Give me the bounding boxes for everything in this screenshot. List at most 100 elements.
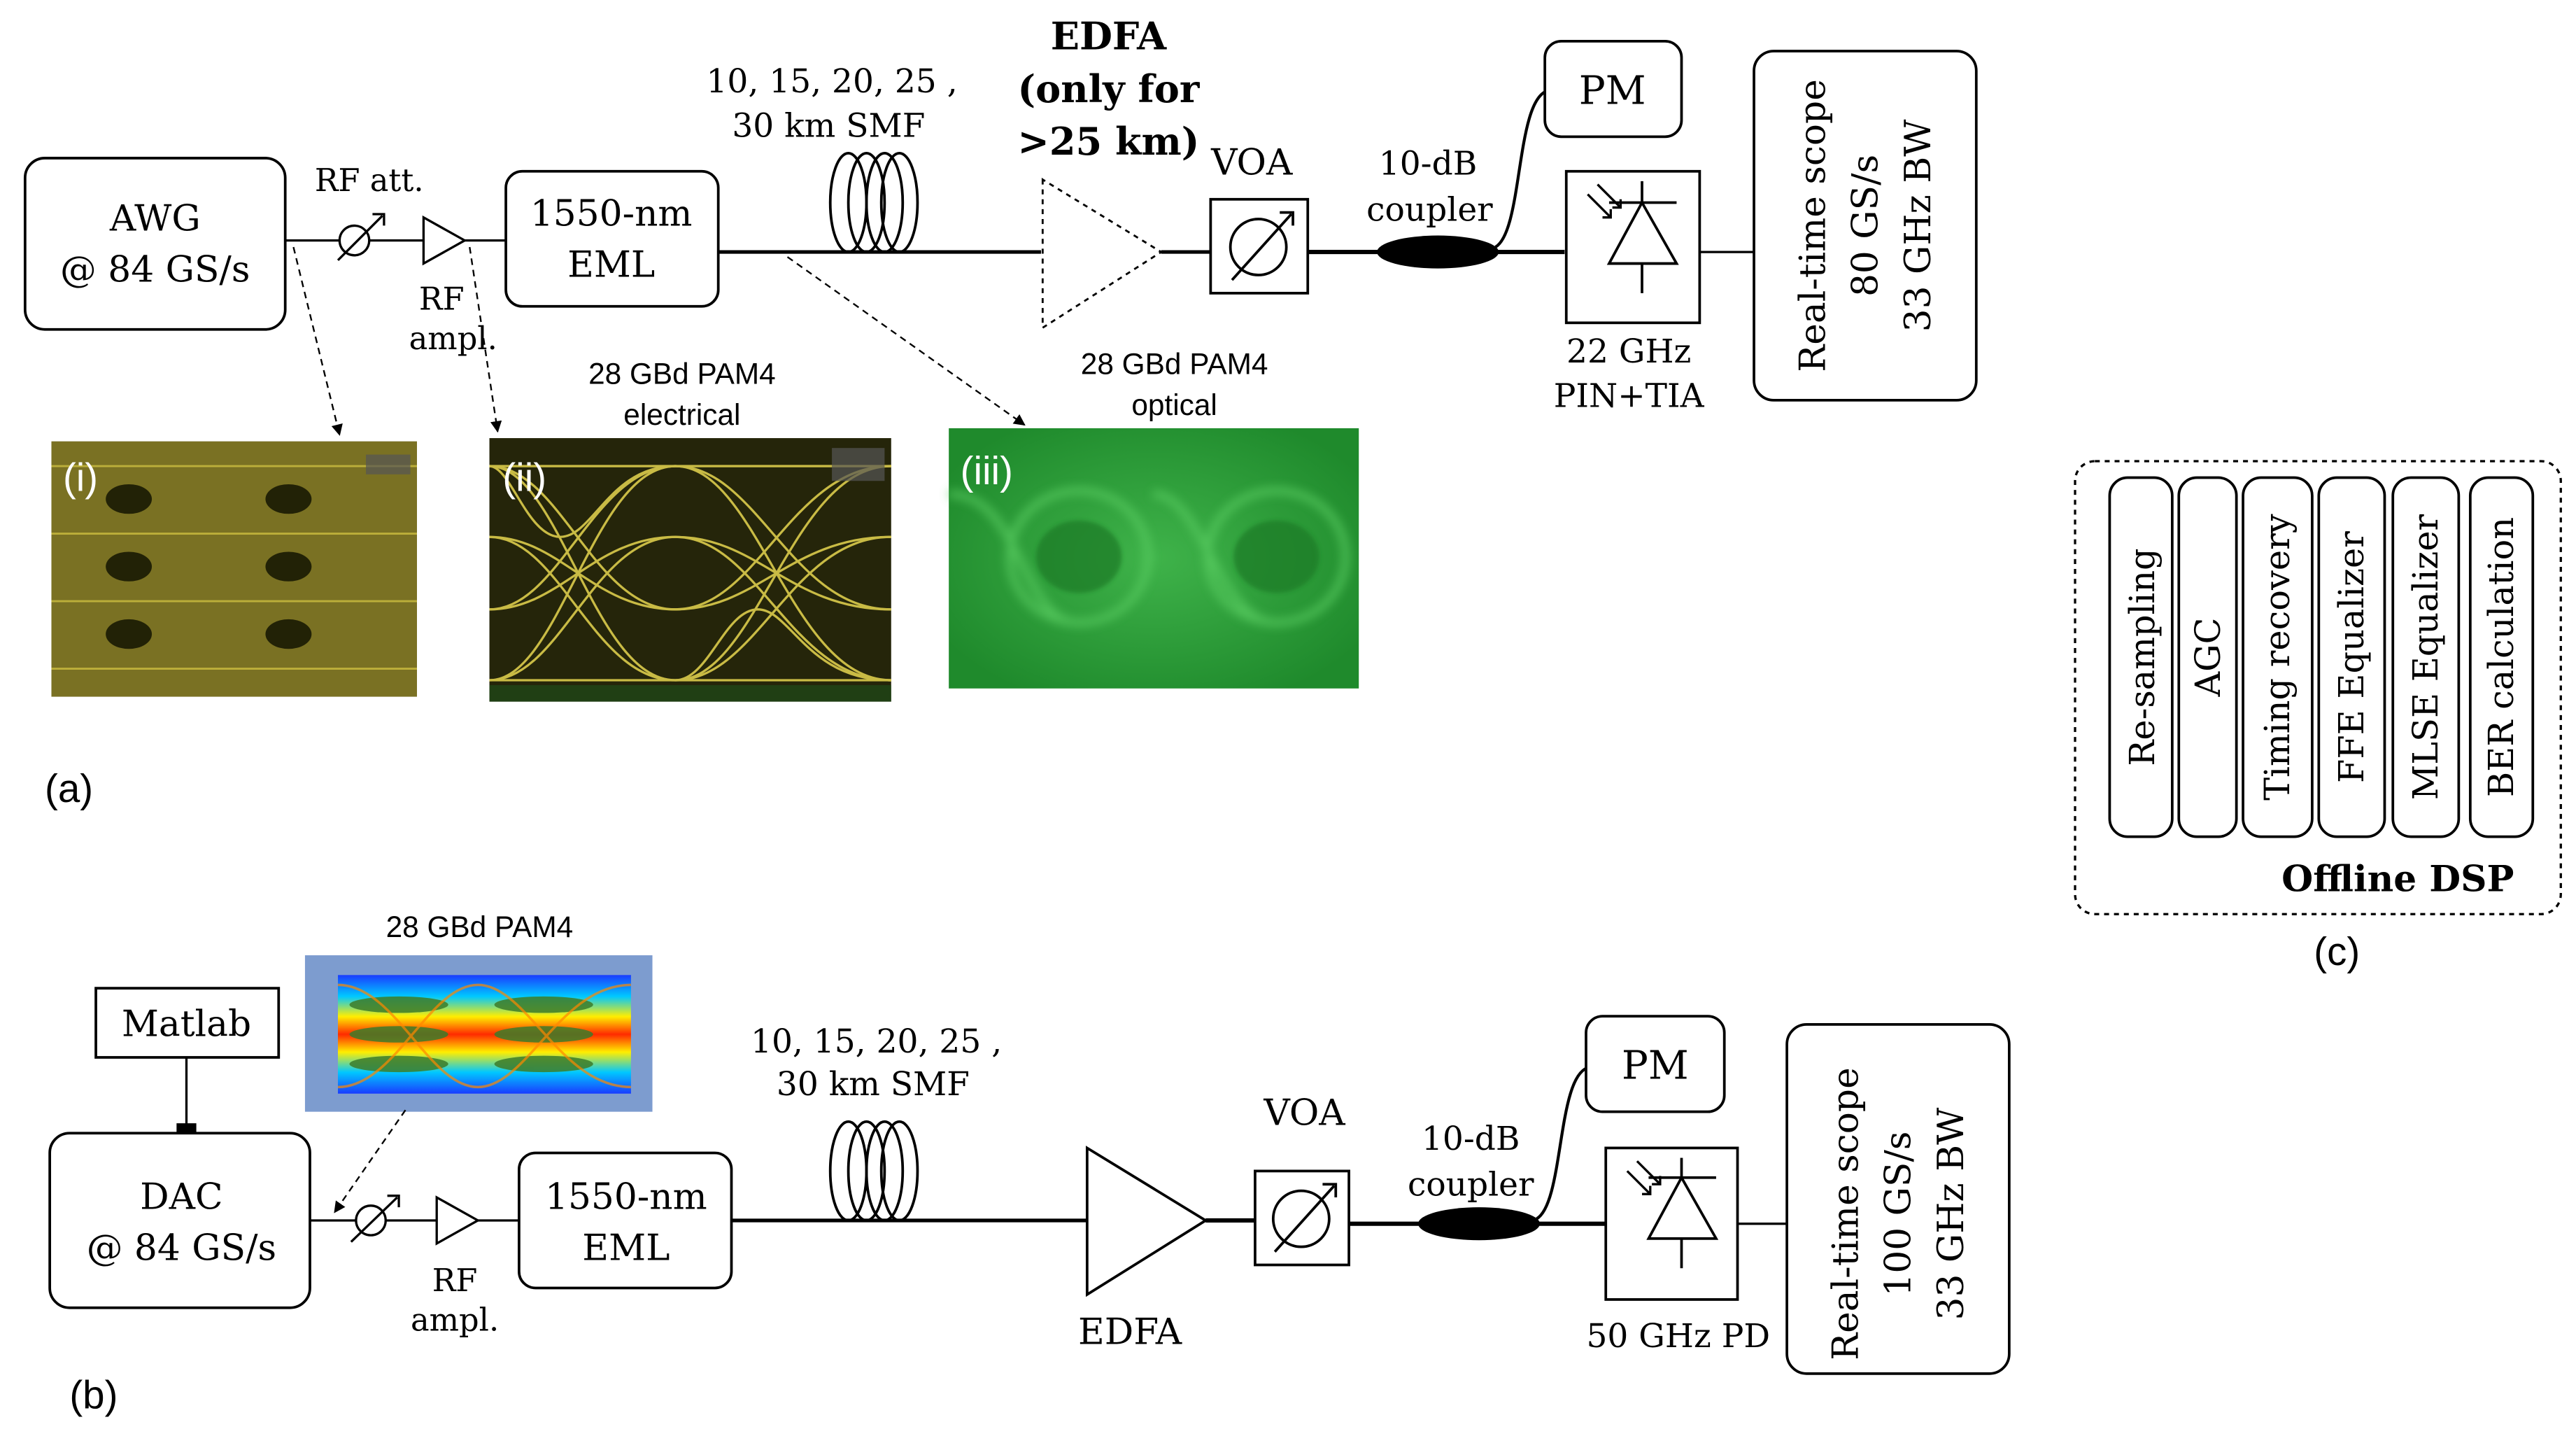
edfa-b-label: EDFA bbox=[1078, 1311, 1182, 1353]
dsp-block-ber-calculation-label: BER calculation bbox=[2481, 517, 2521, 797]
pointer-i bbox=[292, 246, 343, 436]
voa-icon bbox=[1209, 197, 1310, 295]
awg-label: AWG bbox=[109, 197, 201, 239]
eml-b-block: 1550-nm EML bbox=[518, 1151, 733, 1290]
awg-block: AWG @ 84 GS/s bbox=[23, 157, 287, 331]
panel-c: Re-sampling AGC Timing recovery FFE Equa… bbox=[2074, 460, 2562, 973]
photodetector-b-icon bbox=[1604, 1146, 1739, 1301]
coupler-icon bbox=[1377, 235, 1499, 269]
voa-label: VOA bbox=[1210, 141, 1293, 183]
rf-ampl-b-line2: ampl. bbox=[411, 1302, 499, 1339]
eml-label-line2: EML bbox=[567, 244, 655, 286]
pd-b-label: 50 GHz PD bbox=[1586, 1317, 1770, 1356]
smf-spool-b-icon bbox=[828, 1120, 919, 1222]
eye-iii-title-line1: 28 GBd PAM4 bbox=[1081, 347, 1268, 380]
smf-b-label-line1: 10, 15, 20, 25 , bbox=[751, 1022, 1002, 1061]
panel-b: Matlab DAC @ 84 GS/s RF ampl. 28 GBd PAM… bbox=[48, 910, 2011, 1416]
dsp-block-ffe-equalizer-label: FFE Equalizer bbox=[2331, 531, 2372, 783]
coupler-b-icon bbox=[1417, 1207, 1541, 1241]
rf-attenuator-b-icon bbox=[350, 1195, 400, 1243]
pointer-iii bbox=[786, 256, 1026, 426]
dsp-block-mlse-equalizer: MLSE Equalizer bbox=[2391, 476, 2461, 838]
pointer-ii bbox=[469, 246, 502, 433]
dsp-block-resampling: Re-sampling bbox=[2108, 476, 2174, 838]
panel-a-label: (a) bbox=[45, 766, 93, 810]
rf-attenuator-icon bbox=[337, 213, 385, 262]
eye-diagram-i: (i) bbox=[51, 441, 417, 697]
voa-b-icon bbox=[1254, 1169, 1350, 1267]
dsp-block-ffe-equalizer: FFE Equalizer bbox=[2317, 476, 2386, 838]
matlab-block: Matlab bbox=[94, 987, 281, 1059]
pointer-heatmap bbox=[334, 1109, 406, 1213]
smf-spool-icon bbox=[828, 151, 919, 253]
scope-b-label-line1: Real-time scope bbox=[1825, 1067, 1867, 1360]
edfa-optional-icon bbox=[1041, 178, 1163, 330]
offline-dsp-frame bbox=[2074, 460, 2562, 915]
coupler-label-line2: coupler bbox=[1366, 190, 1493, 229]
dsp-block-agc-label: AGC bbox=[2188, 618, 2228, 698]
matlab-label: Matlab bbox=[122, 1003, 251, 1045]
eml-b-label-line1: 1550-nm bbox=[545, 1176, 707, 1218]
pm-label: PM bbox=[1579, 68, 1646, 113]
dsp-block-timing-recovery: Timing recovery bbox=[2242, 476, 2314, 838]
panel-c-label: (c) bbox=[2314, 929, 2360, 973]
edfa-label-line3: >25 km) bbox=[1018, 119, 1200, 164]
edfa-b-icon bbox=[1085, 1146, 1208, 1297]
smf-b-label-line2: 30 km SMF bbox=[777, 1065, 970, 1104]
scope-block-b: Real-time scope 100 GS/s 33 GHz BW bbox=[1785, 1023, 2011, 1375]
pin-label-line2: PIN+TIA bbox=[1554, 376, 1705, 415]
edfa-label-line1: EDFA bbox=[1051, 14, 1167, 59]
eye-diagram-ii: (ii) bbox=[489, 438, 891, 702]
eml-label-line1: 1550-nm bbox=[530, 192, 693, 234]
voa-b-label: VOA bbox=[1263, 1092, 1345, 1134]
coupler-b-label-line2: coupler bbox=[1408, 1166, 1534, 1204]
scope-b-label-line2: 100 GS/s bbox=[1878, 1132, 1920, 1297]
dsp-block-mlse-equalizer-label: MLSE Equalizer bbox=[2405, 514, 2446, 800]
rf-amplifier-icon bbox=[422, 215, 467, 266]
smf-label-line2: 30 km SMF bbox=[732, 106, 925, 145]
pm-block: PM bbox=[1543, 39, 1683, 139]
smf-label-line1: 10, 15, 20, 25 , bbox=[706, 62, 957, 101]
dac-rate-label: @ 84 GS/s bbox=[87, 1227, 276, 1269]
pin-label-line1: 22 GHz bbox=[1566, 332, 1691, 371]
coupler-label-line1: 10-dB bbox=[1379, 144, 1478, 183]
eye-ii-title-line2: electrical bbox=[623, 398, 740, 431]
coupler-b-label-line1: 10-dB bbox=[1422, 1120, 1520, 1158]
dac-label: DAC bbox=[140, 1176, 222, 1218]
eml-block: 1550-nm EML bbox=[504, 169, 720, 308]
dsp-block-resampling-label: Re-sampling bbox=[2122, 548, 2163, 766]
eye-ii-label: (ii) bbox=[502, 455, 546, 499]
rf-ampl-b-line1: RF bbox=[432, 1262, 478, 1299]
rf-amplifier-b-icon bbox=[435, 1195, 481, 1246]
scope-a-label-line2: 80 GS/s bbox=[1845, 155, 1887, 297]
eye-iii-title-line2: optical bbox=[1131, 388, 1217, 421]
edfa-label-line2: (only for bbox=[1018, 66, 1201, 111]
rf-att-label: RF att. bbox=[315, 162, 424, 199]
rf-ampl-label-line2: ampl. bbox=[409, 320, 497, 357]
heatmap-eye-title: 28 GBd PAM4 bbox=[386, 910, 574, 943]
dsp-block-ber-calculation: BER calculation bbox=[2468, 476, 2535, 838]
awg-rate-label: @ 84 GS/s bbox=[60, 248, 250, 290]
heatmap-eye-diagram bbox=[304, 955, 653, 1112]
dac-block: DAC @ 84 GS/s bbox=[48, 1132, 311, 1309]
rf-ampl-label-line1: RF bbox=[419, 280, 465, 317]
dsp-block-timing-recovery-label: Timing recovery bbox=[2257, 514, 2298, 801]
pm-b-label: PM bbox=[1622, 1043, 1689, 1089]
offline-dsp-title: Offline DSP bbox=[2281, 857, 2514, 900]
eye-ii-title-line1: 28 GBd PAM4 bbox=[588, 357, 776, 390]
panel-a: AWG @ 84 GS/s RF att. RF ampl. 1550-nm E… bbox=[23, 14, 1978, 810]
pm-b-block: PM bbox=[1585, 1015, 1726, 1113]
eml-b-label-line2: EML bbox=[582, 1227, 670, 1269]
scope-block-a: Real-time scope 80 GS/s 33 GHz BW bbox=[1753, 50, 1978, 402]
scope-a-label-line3: 33 GHz BW bbox=[1897, 119, 1939, 332]
panel-b-label: (b) bbox=[69, 1372, 118, 1416]
dsp-block-agc: AGC bbox=[2177, 476, 2238, 838]
eye-diagram-iii: (iii) bbox=[949, 428, 1359, 689]
scope-b-label-line3: 33 GHz BW bbox=[1930, 1107, 1972, 1321]
scope-a-label-line1: Real-time scope bbox=[1792, 79, 1834, 372]
photodetector-icon bbox=[1564, 169, 1701, 325]
eye-i-label: (i) bbox=[63, 455, 98, 499]
eye-iii-label: (iii) bbox=[961, 449, 1013, 493]
